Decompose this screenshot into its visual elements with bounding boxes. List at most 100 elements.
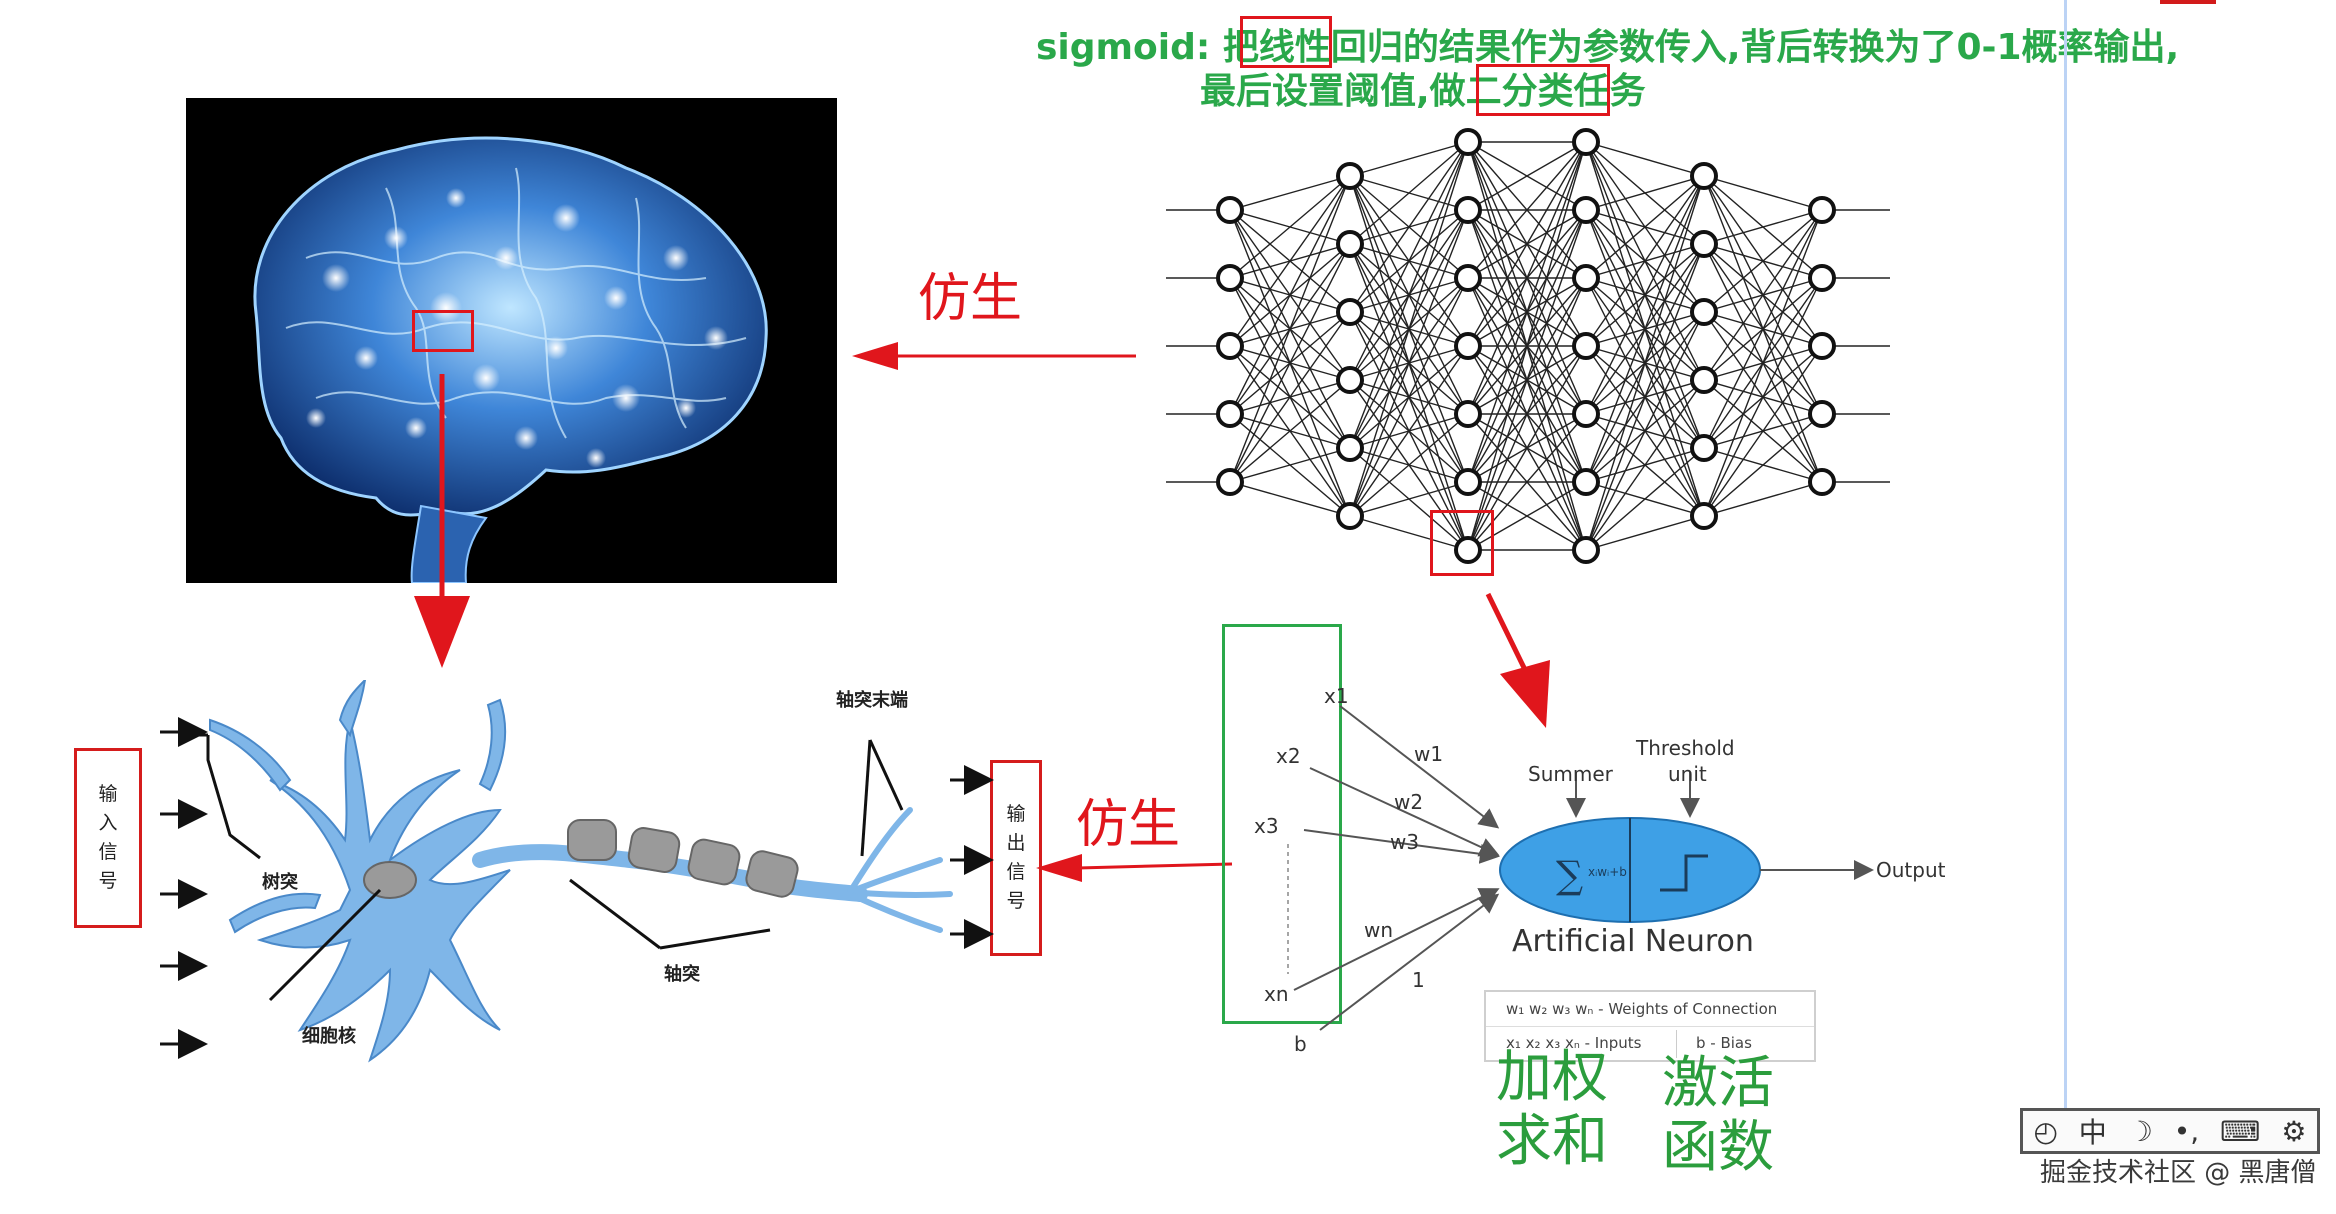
- label-x3: x3: [1254, 814, 1279, 838]
- label-dendrite: 树突: [262, 872, 298, 893]
- neural-network-diagram: [1166, 128, 1890, 564]
- label-x1: x1: [1324, 684, 1349, 708]
- sigma-symbol: ∑: [1556, 853, 1583, 897]
- network-node-l2-n3: [1454, 332, 1482, 360]
- label-w1: w1: [1414, 742, 1444, 766]
- label-xn: xn: [1264, 982, 1289, 1006]
- inputs-highlight-box: [1222, 624, 1342, 1024]
- network-node-l5-n1: [1808, 264, 1836, 292]
- ime-punctuation-icon[interactable]: •,: [2173, 1114, 2200, 1148]
- input-signal-box: 输 入 信 号: [74, 748, 142, 928]
- arrow-neuron-to-bio: [1077, 862, 1233, 870]
- watermark: 掘金技术社区 @ 黑唐僧: [2040, 1158, 2317, 1188]
- network-node-l5-n2: [1808, 332, 1836, 360]
- step-function-icon: [1660, 854, 1708, 892]
- input-arrows: [160, 717, 208, 1059]
- neuron-cell-body: [209, 680, 511, 1063]
- arrow-brain-down-head: [414, 596, 470, 668]
- ime-toolbar[interactable]: ◴ 中 ☽ •, ⌨ ⚙: [2020, 1108, 2320, 1154]
- label-imitate-top: 仿生: [918, 269, 1023, 329]
- legend-weights: w₁ w₂ w₃ wₙ - Weights of Connection: [1506, 1000, 1778, 1018]
- ime-lang-toggle[interactable]: 中: [2078, 1116, 2107, 1149]
- brain-neuron-highlight-box: [412, 310, 474, 352]
- network-node-l2-n2: [1454, 264, 1482, 292]
- network-node-l0-n3: [1216, 400, 1244, 428]
- ime-gear-icon[interactable]: ⚙: [2281, 1114, 2307, 1148]
- network-node-l4-n5: [1690, 502, 1718, 530]
- label-threshold-unit: unit: [1668, 762, 1707, 786]
- network-node-l4-n3: [1690, 366, 1718, 394]
- highlight-linear-box: [1240, 16, 1332, 68]
- label-threshold: Threshold: [1636, 736, 1735, 760]
- network-node-l3-n0: [1572, 128, 1600, 156]
- brain-illustration: [253, 136, 768, 583]
- network-node-l0-n0: [1216, 196, 1244, 224]
- artificial-neuron-diagram: ∑ xᵢwᵢ+b: [1287, 705, 1874, 1031]
- axon-terminal-branches: [847, 807, 953, 933]
- legend-inputs: x₁ x₂ x₃ xₙ - Inputs: [1506, 1034, 1642, 1052]
- sum-formula: xᵢwᵢ+b: [1588, 865, 1627, 879]
- ime-keyboard-icon[interactable]: ⌨: [2220, 1114, 2261, 1148]
- network-node-l1-n3: [1336, 366, 1364, 394]
- label-weighted-sum: 加权 求和: [1496, 1045, 1608, 1174]
- network-edges: [1166, 141, 1890, 551]
- network-node-l0-n2: [1216, 332, 1244, 360]
- network-node-l2-n1: [1454, 196, 1482, 224]
- arrow-node-to-neuron: [1485, 592, 1533, 682]
- network-node-l1-n5: [1336, 502, 1364, 530]
- label-wn: wn: [1364, 918, 1394, 942]
- legend-vertical-divider: [1676, 1030, 1677, 1058]
- network-node-l3-n4: [1572, 400, 1600, 428]
- label-axon-terminal: 轴突末端: [836, 690, 908, 711]
- network-node-l4-n0: [1690, 162, 1718, 190]
- label-nucleus: 细胞核: [302, 1026, 356, 1047]
- label-summer: Summer: [1528, 762, 1613, 786]
- network-node-l1-n4: [1336, 434, 1364, 462]
- network-node-l2-n5: [1454, 468, 1482, 496]
- cell-nucleus: [363, 861, 417, 899]
- biological-neuron-diagram: [160, 680, 994, 1063]
- network-node-l3-n5: [1572, 468, 1600, 496]
- sigmoid-annotation-line2: 最后设置阈值,做二分类任务: [1200, 71, 1646, 112]
- network-node-l2-n6: [1454, 536, 1482, 564]
- pointer-lines: [180, 733, 904, 1002]
- brain-image: [186, 98, 837, 583]
- label-x2: x2: [1276, 744, 1301, 768]
- network-node-l2-n4: [1454, 400, 1482, 428]
- network-node-l3-n1: [1572, 196, 1600, 224]
- sigmoid-annotation-line1: sigmoid: 把线性回归的结果作为参数传入,背后转换为了0-1概率输出,: [1036, 27, 2180, 68]
- network-node-l3-n3: [1572, 332, 1600, 360]
- ime-moon-icon[interactable]: ☽: [2127, 1114, 2153, 1148]
- label-b: b: [1294, 1032, 1307, 1056]
- network-node-l1-n2: [1336, 298, 1364, 326]
- artificial-neuron-title: Artificial Neuron: [1512, 924, 1754, 959]
- ime-logo-icon[interactable]: ◴: [2033, 1114, 2058, 1148]
- network-node-l5-n0: [1808, 196, 1836, 224]
- network-node-l3-n2: [1572, 264, 1600, 292]
- top-edge-red-mark: [2160, 0, 2216, 4]
- network-node-l4-n4: [1690, 434, 1718, 462]
- label-bias-weight: 1: [1412, 968, 1425, 992]
- legend-divider: [1486, 1026, 1814, 1027]
- label-w3: w3: [1390, 830, 1420, 854]
- label-w2: w2: [1394, 790, 1424, 814]
- network-node-l0-n1: [1216, 264, 1244, 292]
- label-axon: 轴突: [664, 964, 700, 985]
- arrow-neuron-to-bio-head: [1036, 854, 1082, 882]
- network-node-l2-n0: [1454, 128, 1482, 156]
- network-node-l0-n4: [1216, 468, 1244, 496]
- input-edges: [1293, 705, 1500, 1031]
- network-node-l4-n2: [1690, 298, 1718, 326]
- label-activation-function: 激活 函数: [1662, 1051, 1774, 1180]
- label-output: Output: [1876, 858, 1946, 882]
- arrow-network-to-brain-head: [852, 342, 898, 370]
- weights-legend-box: w₁ w₂ w₃ wₙ - Weights of Connection x₁ x…: [1484, 990, 1816, 1062]
- network-node-highlight-box: [1430, 510, 1494, 576]
- network-node-l5-n3: [1808, 400, 1836, 428]
- label-imitate-mid: 仿生: [1076, 795, 1181, 855]
- page-edge-line: [2064, 0, 2067, 1120]
- network-node-l5-n4: [1808, 468, 1836, 496]
- myelin-sheaths: [567, 819, 799, 898]
